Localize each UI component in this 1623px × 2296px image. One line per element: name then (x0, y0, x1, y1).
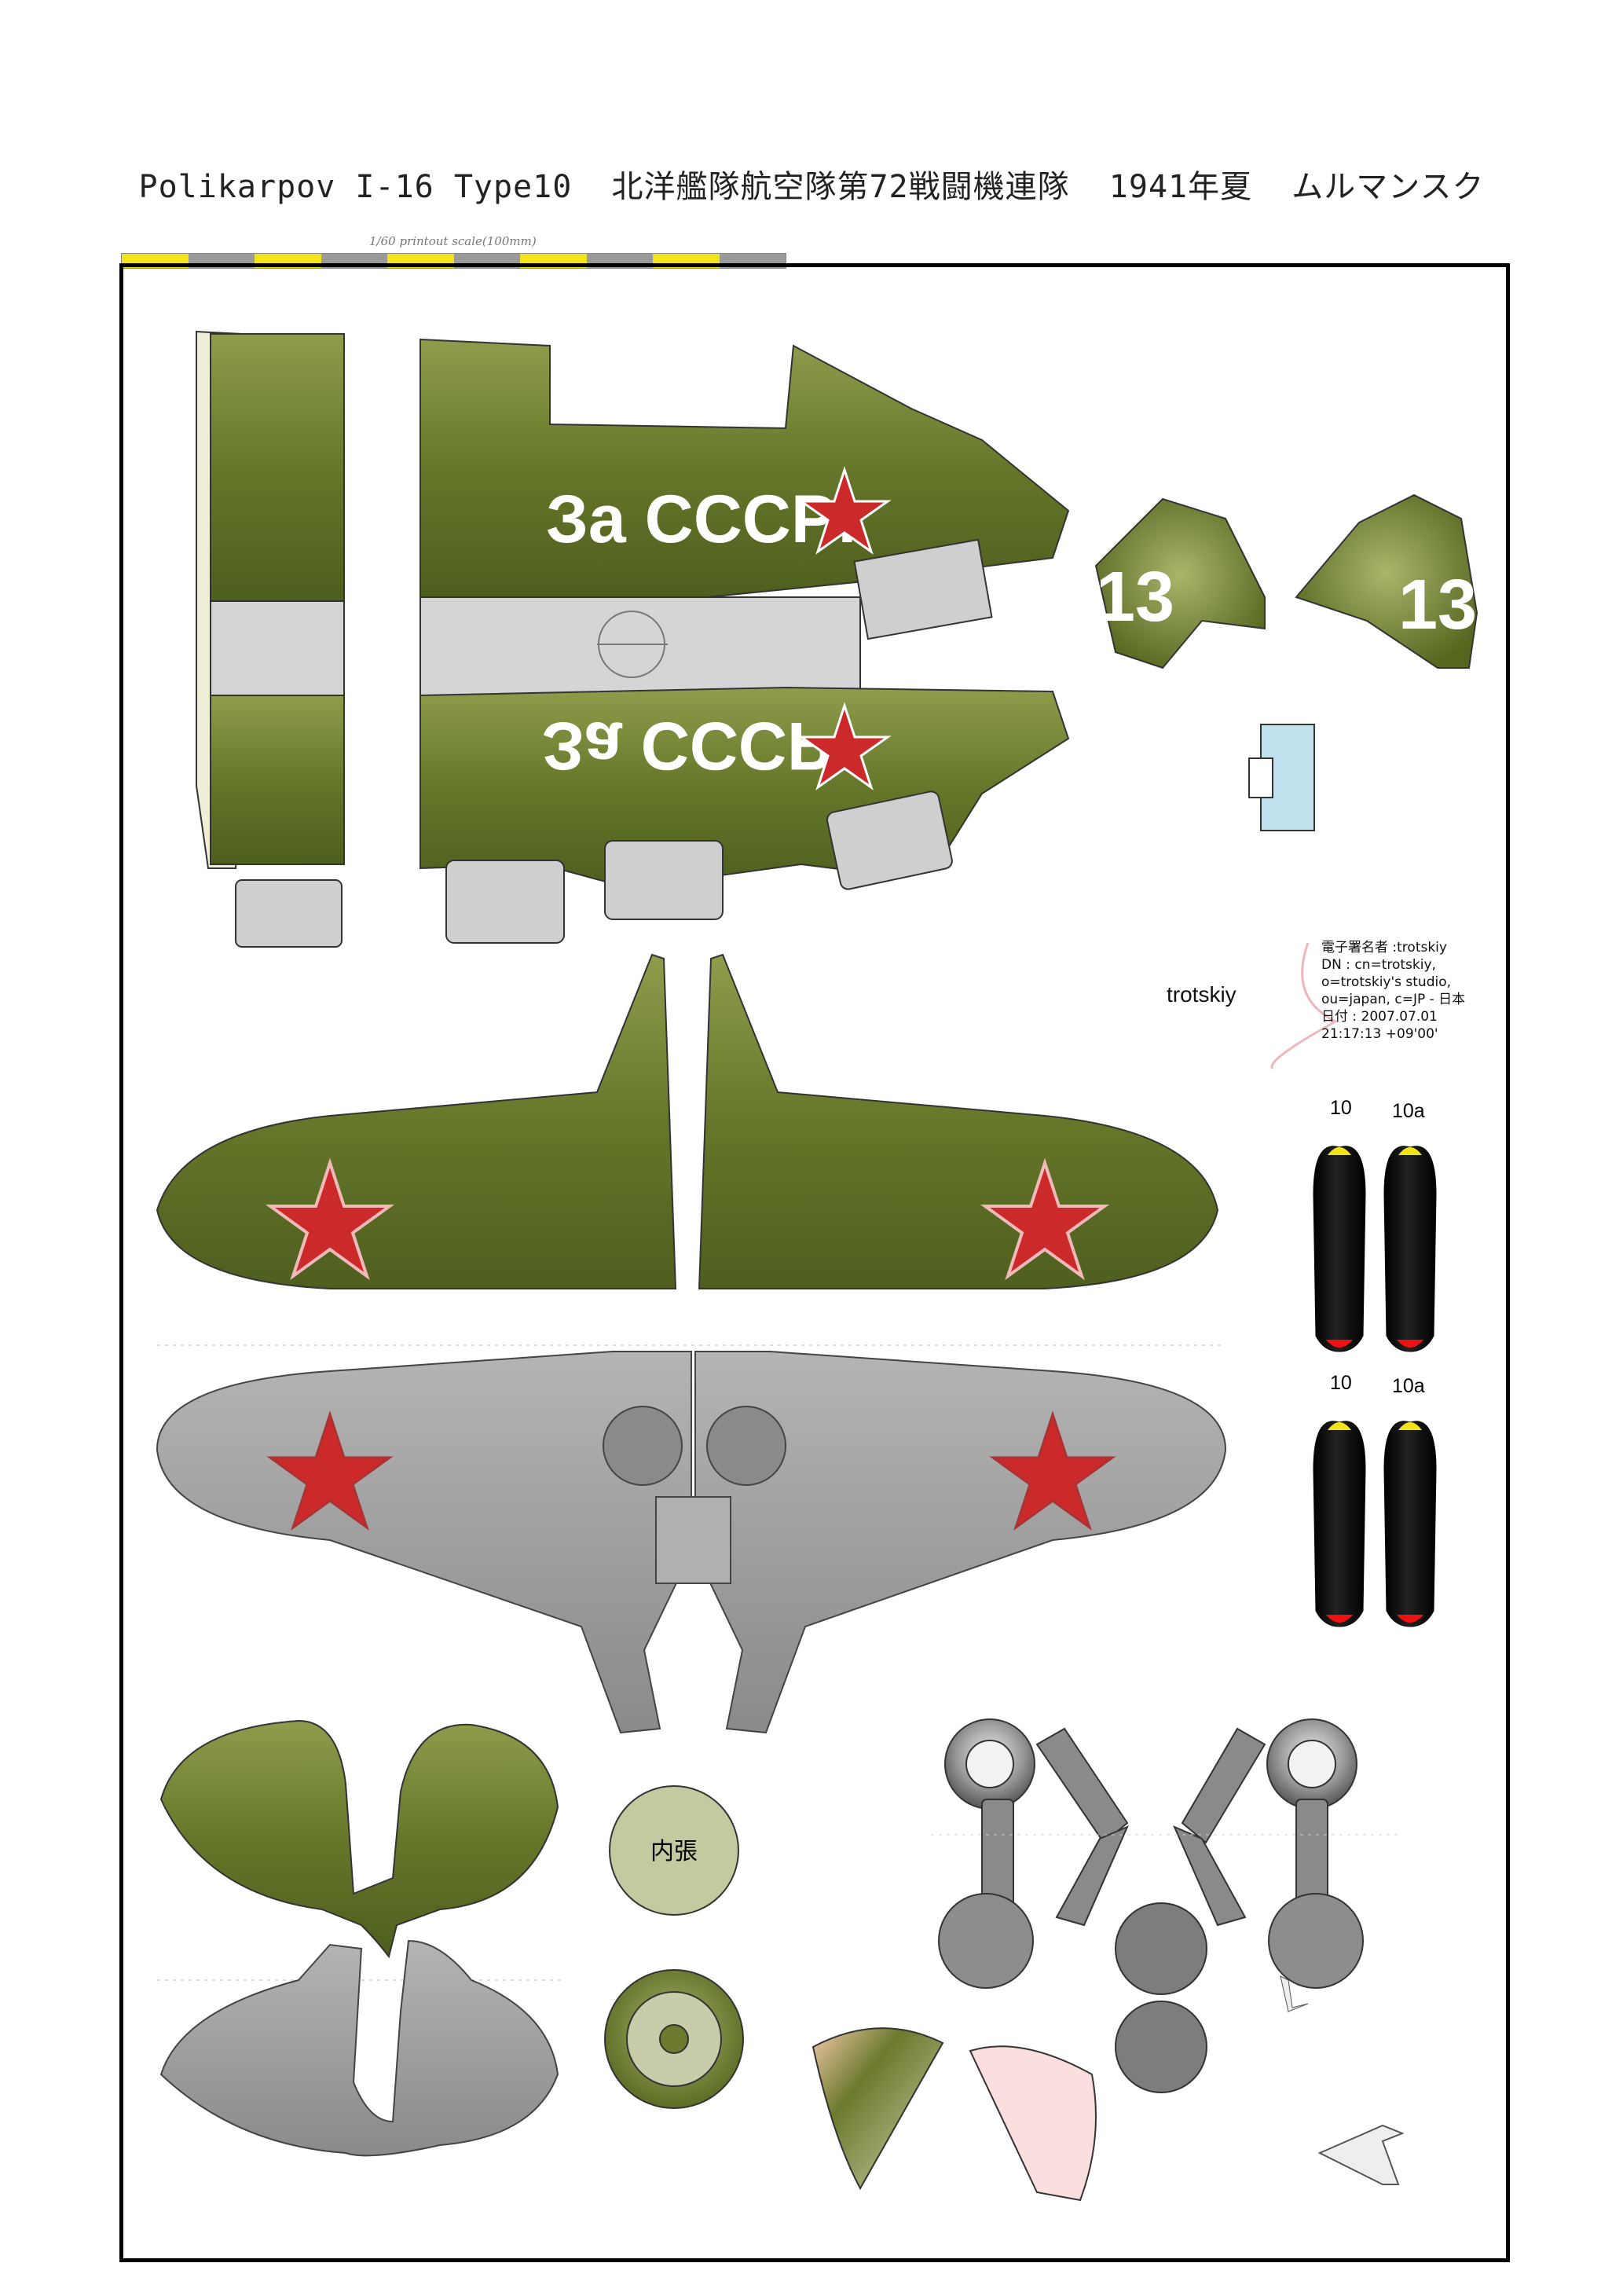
scale-label: 1/60 printout scale(100mm) (369, 234, 537, 248)
tail-plane-lower (159, 1939, 559, 2157)
signature-line: 電子署名者 :trotskiy (1321, 940, 1447, 955)
lower-wing (156, 1351, 1227, 1734)
propeller-label: 10a (1392, 1375, 1425, 1397)
tail-fin-right (1295, 493, 1478, 669)
tail-fin-left (1094, 497, 1266, 669)
propeller-label: 10a (1392, 1100, 1425, 1122)
fuselage-side-strip (196, 330, 345, 948)
red-star-icon (989, 1410, 1116, 1531)
fuselage-slogan-mirrored: За СССР! (542, 708, 855, 783)
tail-number: 13 (1398, 566, 1477, 644)
red-star-icon (980, 1157, 1110, 1281)
canopy-part (1248, 724, 1315, 831)
red-star-icon (265, 1157, 395, 1281)
page-title: Polikarpov I-16 Type10 北洋艦隊航空隊第72戦闘機連隊 1… (138, 169, 1485, 205)
red-star-icon (266, 1410, 394, 1531)
signature-line: DN : cn=trotskiy, (1321, 957, 1436, 973)
fairing-part (969, 2045, 1097, 2202)
tailskid-part (1280, 1975, 1309, 2012)
propeller-set-2 (1313, 1421, 1437, 1627)
digital-signature-block: 電子署名者 :trotskiy DN : cn=trotskiy, o=trot… (1321, 939, 1465, 1043)
engine-front (604, 1969, 744, 2109)
fuselage-main (419, 338, 1070, 944)
landing-gear (938, 1718, 1364, 2093)
propeller-label: 10 (1330, 1097, 1352, 1119)
cowl-inner-label: 内張 (650, 1838, 698, 1865)
cowl-inner-disc (609, 1785, 739, 1916)
red-star-icon (797, 466, 892, 555)
tail-plane-upper (159, 1719, 559, 1959)
propeller-label: 10 (1330, 1372, 1352, 1394)
fairing-part (812, 2027, 944, 2191)
tail-number: 13 (1096, 558, 1174, 636)
print-frame (119, 263, 1510, 2262)
red-star-icon (797, 702, 892, 790)
exhaust-part (1317, 2124, 1405, 2185)
signature-swirl (1270, 942, 1339, 1070)
propeller-set-1 (1313, 1146, 1437, 1352)
fuselage-slogan: За СССР! (546, 482, 859, 557)
signature-line: 日付 : 2007.07.01 (1321, 1009, 1438, 1025)
signature-line: o=trotskiy's studio, (1321, 974, 1452, 990)
signature-line: ou=japan, c=JP - 日本 (1321, 992, 1466, 1007)
signature-line: 21:17:13 +09'00' (1321, 1026, 1438, 1042)
signer-name: trotskiy (1167, 982, 1236, 1007)
